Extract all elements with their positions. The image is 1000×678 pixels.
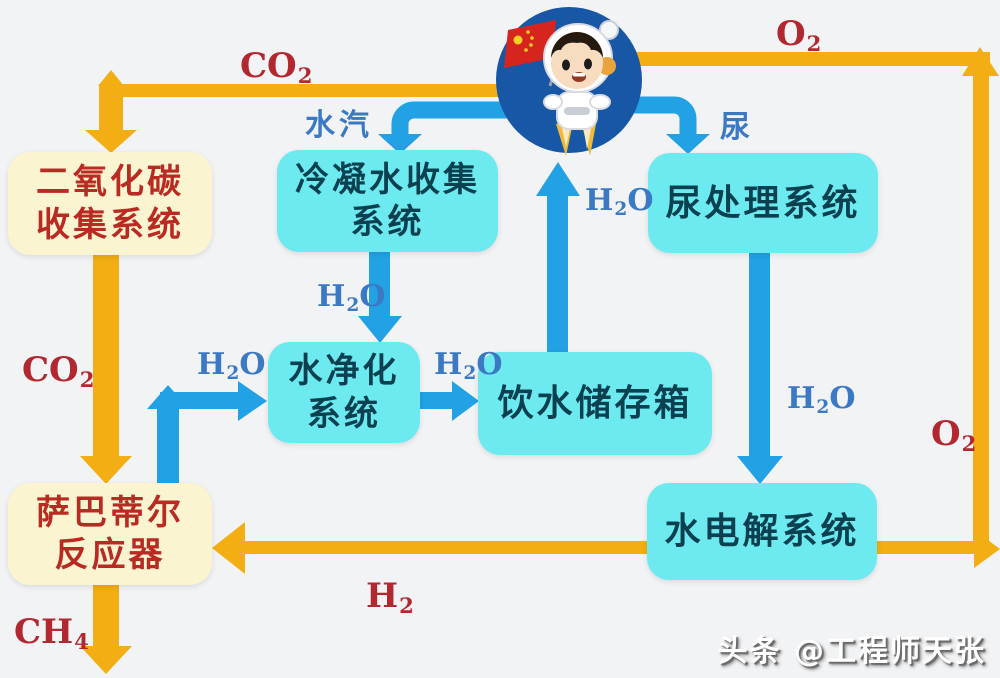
box-line: 系统: [350, 202, 425, 242]
chem-main: H: [197, 347, 226, 382]
h2o-label-condensate: H2O: [317, 279, 385, 316]
chem-sub: 2: [226, 363, 240, 385]
chem-main: O: [931, 414, 961, 454]
h2o-sabatier-arrow: [147, 381, 267, 488]
box-line: 二氧化碳: [36, 162, 184, 202]
box-line: 饮水储存箱: [497, 383, 693, 424]
chem-main: H: [366, 576, 399, 616]
chem-sub: 2: [463, 363, 477, 385]
chem-tail: O: [829, 381, 856, 416]
chem-sub: 2: [399, 592, 414, 618]
box-line: 水电解系统: [664, 511, 860, 552]
ch4-down-arrow: [80, 584, 132, 674]
box-sabatier-reactor: 萨巴蒂尔 反应器: [8, 483, 212, 585]
water-vapor-arrow: [378, 101, 508, 154]
box-line: 尿处理系统: [665, 182, 861, 224]
h2o-label-sabatier: H2O: [197, 347, 265, 384]
chem-sub: 2: [297, 62, 313, 88]
box-line: 萨巴蒂尔: [36, 492, 184, 533]
chem-tail: O: [627, 183, 654, 218]
h2o-purification-arrow: [420, 381, 479, 421]
chem-sub: 2: [961, 430, 977, 456]
chem-main: CO: [240, 46, 297, 86]
box-condensate-collection: 冷凝水收集 系统: [277, 150, 498, 252]
box-water-purification: 水净化 系统: [268, 342, 420, 443]
chem-sub: 2: [816, 397, 830, 419]
astronaut-helmet: [543, 20, 619, 93]
co2-top-arrow: [85, 70, 545, 153]
chem-main: CO: [22, 350, 79, 390]
box-line: 收集系统: [36, 204, 184, 245]
chem-sub: 2: [614, 199, 628, 221]
chem-main: H: [585, 183, 614, 218]
box-line: 水净化: [288, 351, 400, 391]
chem-sub: 2: [346, 295, 360, 317]
h2o-condensate-arrow: [358, 251, 402, 343]
h2o-label-drinking: H2O: [585, 183, 653, 220]
chem-main: H: [434, 347, 463, 382]
box-drinking-water-tank: 饮水储存箱: [478, 352, 712, 455]
chem-tail: O: [359, 279, 386, 314]
chem-main: H: [317, 279, 346, 314]
water-vapor-label: 水汽: [305, 108, 373, 143]
chem-main: O: [776, 14, 806, 54]
ch4-label: CH4: [14, 612, 89, 654]
box-line: 系统: [307, 393, 381, 434]
urine-arrow: [616, 96, 710, 154]
urine-label: 尿: [720, 110, 754, 145]
chem-main: H: [787, 381, 816, 416]
o2-label-right: O2: [931, 414, 976, 456]
watermark: 头条 @工程师天张: [717, 634, 986, 669]
chem-sub: 2: [79, 366, 95, 392]
co2-label-left: CO2: [22, 350, 94, 392]
h2o-urine-arrow: [737, 252, 783, 484]
box-line: 反应器: [54, 535, 166, 575]
astronaut-body: [543, 91, 611, 156]
h2-label: H2: [366, 576, 414, 618]
box-line: 冷凝水收集: [295, 159, 480, 200]
chem-tail: O: [239, 347, 266, 382]
chem-sub: 2: [806, 30, 822, 56]
co2-down-arrow: [80, 254, 132, 484]
o2-label-top: O2: [776, 14, 821, 56]
co2-label-top: CO2: [240, 46, 312, 88]
h2o-label-purification: H2O: [434, 347, 502, 384]
box-urine-treatment: 尿处理系统: [648, 153, 878, 253]
box-co2-collection: 二氧化碳 收集系统: [8, 152, 212, 255]
chem-tail: O: [476, 347, 503, 382]
h2o-up-arrow: [536, 162, 580, 353]
chem-sub: 4: [74, 628, 89, 654]
h2o-label-urine: H2O: [787, 381, 855, 418]
chem-main: CH: [14, 612, 74, 652]
astronaut-mascot-icon: [496, 7, 642, 156]
box-water-electrolysis: 水电解系统: [647, 483, 877, 580]
